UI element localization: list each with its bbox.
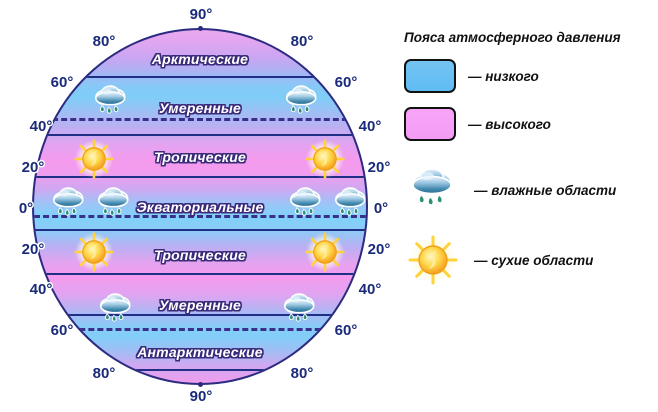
latitude-line-20-8 <box>34 328 366 332</box>
dry-areas-label: — сухие области <box>474 252 594 268</box>
latitude-line-40-9 <box>34 368 366 371</box>
latitude-line-60-2 <box>34 134 366 137</box>
low-pressure-label: — низкого <box>468 68 539 84</box>
degree-label-6: 40° <box>358 118 382 135</box>
latitude-line-0-6 <box>34 272 366 275</box>
degree-label-16: 60° <box>334 322 358 339</box>
rain-cloud-icon <box>283 84 321 120</box>
degree-label-17: 80° <box>92 365 116 382</box>
high-pressure-label: — высокого <box>468 116 551 132</box>
latitude-line-20-7 <box>34 314 366 317</box>
degree-label-5: 40° <box>29 118 53 135</box>
degree-label-9: 0° <box>18 200 34 217</box>
rain-cloud-icon <box>281 292 319 328</box>
north-pole-dot <box>197 26 203 31</box>
zone-label-equatorial: Экваториальные <box>136 198 264 215</box>
legend-item-low: — низкого <box>404 59 654 93</box>
sun-icon <box>74 232 114 272</box>
sun-icon <box>404 235 462 285</box>
rain-cloud-icon <box>92 84 130 120</box>
degree-label-1: 80° <box>92 33 116 50</box>
rain-cloud-icon <box>332 186 370 222</box>
rain-cloud-icon <box>97 292 135 328</box>
degree-label-14: 40° <box>358 281 382 298</box>
legend: Пояса атмосферного давления — низкого — … <box>404 30 654 285</box>
rain-cloud-icon <box>95 186 133 222</box>
sun-icon <box>305 139 345 179</box>
zone-label-tropical-n: Тропические <box>154 149 246 166</box>
legend-item-humid: — влажные области <box>404 167 654 213</box>
humid-areas-label: — влажные области <box>474 182 617 198</box>
degree-label-8: 20° <box>367 159 391 176</box>
zone-label-arctic: Арктические <box>151 51 249 68</box>
degree-label-13: 40° <box>29 281 53 298</box>
high-pressure-swatch <box>404 107 456 141</box>
rain-cloud-icon <box>404 167 462 213</box>
degree-label-12: 20° <box>367 241 391 258</box>
sun-icon <box>305 232 345 272</box>
rain-cloud-icon <box>50 186 88 222</box>
legend-item-high: — высокого <box>404 107 654 141</box>
latitude-line-80-0 <box>34 75 366 78</box>
south-pole-dot <box>197 382 203 387</box>
zone-label-temperate-n: Умеренные <box>158 100 242 117</box>
zone-label-tropical-s: Тропические <box>154 247 246 264</box>
degree-label-11: 20° <box>21 241 45 258</box>
degree-label-4: 60° <box>334 74 358 91</box>
degree-label-10: 0° <box>373 200 389 217</box>
degree-label-18: 80° <box>290 365 314 382</box>
degree-label-15: 60° <box>50 322 74 339</box>
legend-title: Пояса атмосферного давления <box>404 30 621 45</box>
rain-cloud-icon <box>287 186 325 222</box>
zone-label-temperate-s: Умеренные <box>158 296 242 313</box>
legend-item-dry: — сухие области <box>404 235 654 285</box>
latitude-line-20-5 <box>34 229 366 232</box>
degree-label-19: 90° <box>189 388 213 405</box>
latitude-line-20-4 <box>34 215 366 219</box>
zone-label-antarctic: Антарктические <box>137 343 263 360</box>
degree-label-3: 60° <box>50 74 74 91</box>
latitude-line-40-3 <box>34 176 366 179</box>
sun-icon <box>74 139 114 179</box>
degree-label-0: 90° <box>189 6 213 23</box>
degree-label-7: 20° <box>21 159 45 176</box>
degree-label-2: 80° <box>290 33 314 50</box>
low-pressure-swatch <box>404 59 456 93</box>
latitude-line-60-1 <box>34 118 366 122</box>
